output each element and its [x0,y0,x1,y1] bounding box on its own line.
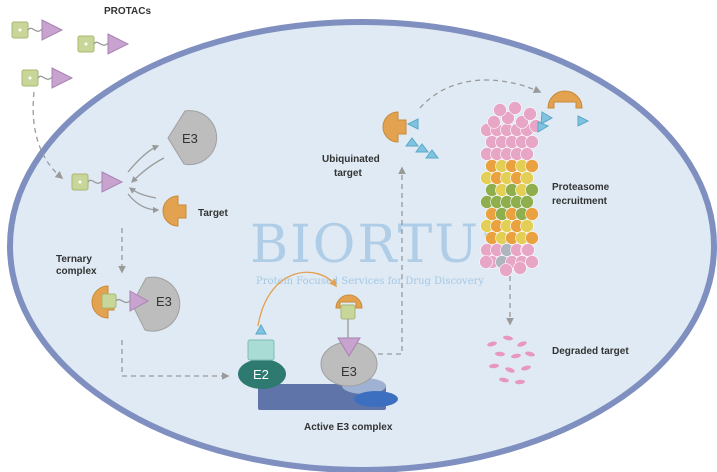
active-e3-complex-label: Active E3 complex [304,422,393,433]
peptide-fragment [503,335,513,341]
peptide-fragment [525,351,535,357]
target-label: Target [198,208,228,219]
arrow-binding-target-back [128,187,157,199]
ubiquinated-target [382,111,439,159]
proteasome-cap-subunit [479,255,493,269]
proteasome-subunit [520,219,534,233]
arrow-protac-to-binding [32,91,64,179]
proteasome-subunit [525,159,539,173]
protacs-label: PROTACs [104,6,151,17]
arrow-binding-e3-back [131,157,165,183]
e2-enzyme [238,359,286,389]
protac-molecule [11,19,64,41]
degraded-peptides [487,335,535,385]
proteasome-cap-subunit [523,107,537,121]
protac-in-complex-triangle [337,337,361,357]
proteasome-subunit [520,147,534,161]
watermark-tagline: Protein Focused Services for Drug Discov… [256,276,484,287]
arrow-binding-target-forward [127,193,160,214]
proteasome [479,101,543,277]
ternary-complex-label: Ternary complex [56,254,97,277]
watermark-brand: BIORTUS [250,215,518,275]
ubiquitin-transfer-arrow [257,271,337,327]
peptide-fragment [521,365,531,371]
peptide-fragment [489,363,499,369]
e3-top-label: E3 [182,131,198,146]
protac-molecule [77,33,130,55]
proteasome-subunit [525,183,539,197]
arrow-to-ubiquinated [378,166,406,355]
proteasome-subunit [520,195,534,209]
proteasome-cap-subunit [493,103,507,117]
peptide-fragment [487,341,497,347]
peptide-fragment [505,367,515,373]
ubiquitin-on-e2 [247,339,275,361]
peptide-fragment [499,377,509,383]
e3-active-label: E3 [341,364,357,379]
arrow-to-proteasome [419,79,542,109]
proteasome-subunit [520,171,534,185]
e3-ligase-free: E3 [167,110,218,166]
proteasome-cap-subunit [499,263,513,277]
ternary-complex: E3 [91,276,181,332]
ubiquinated-target-label: Ubiquinated target [322,154,383,179]
rbx-protein [354,391,398,407]
protac-binding [71,171,124,193]
proteasome-cap-subunit [513,261,527,275]
proteasome-subunit [525,207,539,221]
e3-ternary-label: E3 [156,294,172,309]
e2-label: E2 [253,367,269,382]
peptide-fragment [517,341,527,347]
target-in-complex [335,294,363,309]
proteasome-cap-subunit [521,243,535,257]
arrow-to-active-complex [121,340,230,380]
protac-in-complex-square [340,304,356,320]
active-e3-complex: E2 E3 [238,271,398,410]
target-on-proteasome [537,90,590,133]
peptide-fragment [511,353,521,359]
target-protein [162,195,187,227]
proteasome-cap-subunit [508,101,522,115]
proteasome-cap-subunit [525,255,539,269]
proteasome-subunit [525,135,539,149]
peptide-fragment [495,351,505,357]
ubiquitin-triangle [255,323,267,335]
proteasome-subunit [525,231,539,245]
proteasome-recruitment-label: Proteasome recruitment [552,182,612,207]
protac-molecule [21,67,74,89]
proteasome-cap-subunit [487,115,501,129]
arrow-binding-e3-forward [127,144,160,173]
peptide-fragment [515,379,525,385]
degraded-target-label: Degraded target [552,346,629,357]
